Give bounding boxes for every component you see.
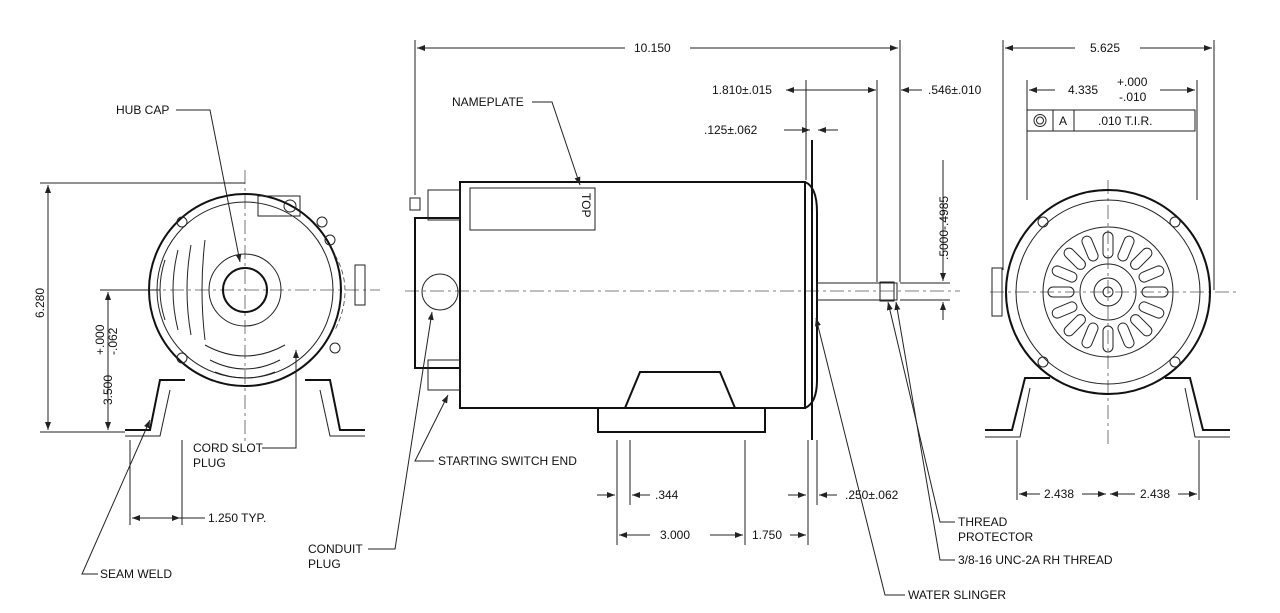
label-nameplate: NAMEPLATE (452, 95, 524, 109)
label-conduit-plug-2: PLUG (308, 557, 341, 571)
vent-slot (1138, 265, 1165, 283)
dim-shaft-ext: 1.810±.015 (712, 83, 772, 97)
left-end-view: 6.280 3.500 +.000 -.062 1.250 TYP. HUB C… (33, 103, 380, 581)
dim-shaft-end: .546±.010 (928, 83, 982, 97)
dim-height: 6.280 (33, 288, 47, 318)
dim-center-tol-plus: +.000 (93, 324, 107, 355)
label-starting-switch-end: STARTING SWITCH END (438, 454, 577, 468)
dim-foot-to-face: 1.750 (752, 528, 782, 542)
label-hub-cap: HUB CAP (116, 103, 169, 117)
dim-foot-slot: .344 (655, 488, 679, 502)
vent-slot (1102, 231, 1114, 259)
dim-shaft-dia: .5000-.4985 (937, 196, 951, 260)
side-view: 10.150 1.810±.015 .546±.010 .125±.062 .5… (308, 40, 1113, 602)
dim-face-gap: .250±.062 (845, 488, 899, 502)
concentricity-icon (1033, 114, 1047, 127)
label-thread-protector-2: PROTECTOR (958, 530, 1033, 544)
label-water-slinger: WATER SLINGER (908, 588, 1006, 602)
right-end-view: 5.625 4.335 +.000 -.010 A .010 T.I.R. 2.… (985, 40, 1240, 501)
tolerance-frame: A .010 T.I.R. (1026, 109, 1196, 132)
tolerance-datum: A (1059, 114, 1067, 128)
vent-slot (1141, 286, 1169, 298)
dim-foot-half-left: 2.438 (1044, 487, 1074, 501)
dim-pilot: 4.335 (1068, 83, 1098, 97)
vent-slot (1063, 314, 1086, 337)
vent-slot (1081, 235, 1099, 262)
label-cord-slot-plug-1: CORD SLOT (193, 441, 264, 455)
vent-slot (1138, 301, 1165, 319)
dim-foot-span: 3.000 (660, 528, 690, 542)
vent-slot (1081, 322, 1099, 349)
label-conduit-plug-1: CONDUIT (308, 542, 363, 556)
tolerance-value: .010 T.I.R. (1098, 114, 1152, 128)
label-thread: 3/8-16 UNC-2A RH THREAD (958, 553, 1113, 567)
vent-slot (1047, 286, 1075, 298)
dim-center-height: 3.500 (101, 375, 115, 405)
dim-foot-typ: 1.250 TYP. (208, 511, 266, 525)
vent-slot (1117, 235, 1135, 262)
label-thread-protector-1: THREAD (958, 515, 1008, 529)
dim-overall-length: 10.150 (634, 41, 671, 55)
vent-slot (1130, 247, 1153, 270)
label-seam-weld: SEAM WELD (100, 567, 172, 581)
label-top: TOP (579, 193, 593, 217)
dim-foot-half-right: 2.438 (1140, 487, 1170, 501)
label-cord-slot-plug-2: PLUG (193, 456, 226, 470)
vent-slot (1102, 325, 1114, 353)
vent-slot (1051, 301, 1078, 319)
vent-slot (1117, 322, 1135, 349)
dim-slinger: .125±.062 (704, 123, 758, 137)
dim-pilot-tol-minus: -.010 (1119, 90, 1147, 104)
dim-pilot-tol-plus: +.000 (1117, 75, 1148, 89)
vent-slots (1047, 231, 1169, 353)
dim-overall-width: 5.625 (1090, 41, 1120, 55)
vent-slot (1130, 314, 1153, 337)
vent-slot (1063, 247, 1086, 270)
vent-slot (1051, 265, 1078, 283)
dim-center-tol-minus: -.062 (106, 327, 120, 355)
